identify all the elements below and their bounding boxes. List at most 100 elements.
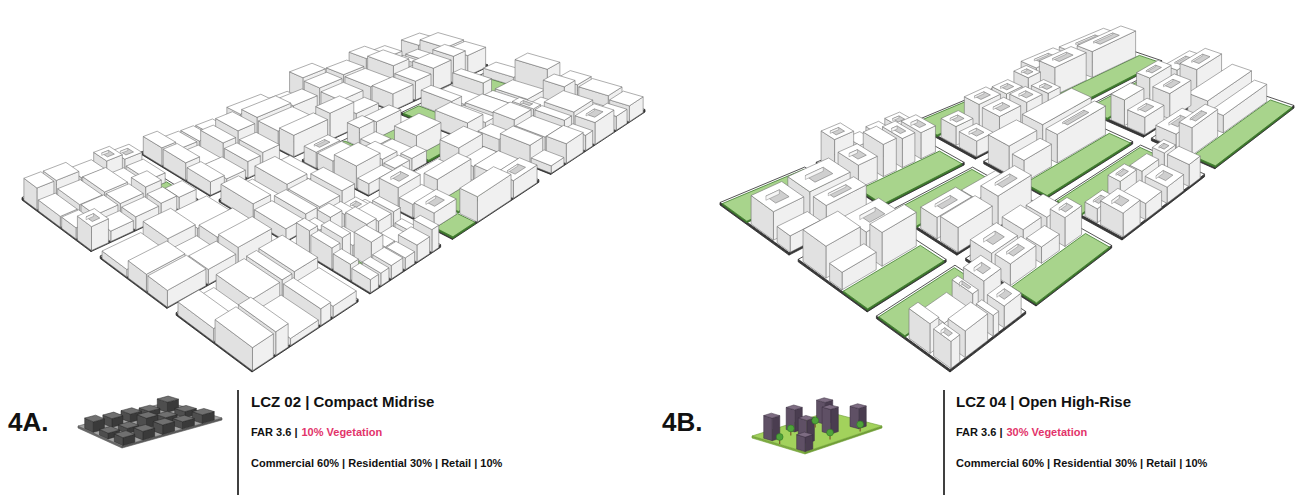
courtyard-wall [86,214,93,220]
building-face [1077,26,1135,52]
open-highrise-massing [720,26,1294,372]
density-text: FAR 3.6 | [251,426,297,439]
building [850,404,866,429]
courtyard-wall [1007,244,1018,254]
building-face [817,398,833,403]
building-face [114,431,135,438]
building-face [394,113,440,135]
building-face [316,96,354,113]
tree-crown [827,429,834,436]
building-face [948,302,988,331]
building-face [413,53,451,68]
building [77,209,108,251]
courtyard-wall [1192,54,1203,62]
courtyard [586,109,603,117]
building [995,236,1036,285]
building-face [156,411,177,417]
courtyard-wall [1094,33,1113,43]
building-face [77,209,108,227]
courtyard-wall [766,190,779,200]
building-face [175,405,197,411]
courtyard-wall [959,281,961,286]
building-face [460,167,511,197]
building [934,322,960,368]
building-face [1180,48,1222,69]
courtyard-wall [1164,79,1173,86]
building-face [173,415,195,422]
courtyard-wall [893,116,899,121]
courtyard-wall [1146,65,1155,72]
building-face [333,249,358,264]
building-face [143,208,195,238]
building-face [1010,86,1042,102]
compact-midrise-icon [78,396,222,448]
building-face [131,171,161,187]
courtyard-wall [1138,103,1147,110]
building-face [219,217,272,248]
building-face [1057,106,1105,163]
courtyard-wall [1093,195,1101,202]
courtyard [993,103,1010,112]
program-mix: Commercial 60% | Residential 30% | Retai… [956,457,1207,470]
building-face [500,126,542,145]
courtyard [1007,244,1025,256]
program-mix: Commercial 60% | Residential 30% | Retai… [251,457,502,470]
courtyard [1164,79,1181,88]
courtyard [1063,110,1089,125]
building-face [163,143,199,162]
building-face [995,236,1036,264]
tree-crown [787,425,794,432]
building [1046,101,1106,163]
building-face [78,402,222,446]
building-face [934,322,960,341]
building-face [1050,197,1081,217]
building-face [1046,101,1106,134]
courtyard [86,214,100,222]
building-face [24,172,54,188]
building-face [863,126,896,144]
building-face [433,44,466,56]
building-face [153,418,174,425]
building-face [830,244,877,273]
courtyard-wall [935,195,950,207]
courtyard-wall [1116,169,1123,176]
building-face [883,138,896,176]
building-face [1111,83,1144,100]
building-face [352,263,379,280]
building-face [751,182,804,212]
courtyard [520,101,532,106]
building-face [201,125,236,143]
courtyard [350,201,361,207]
vegetation-text: 30% Vegetation [1006,426,1087,439]
building-face [216,112,255,131]
building-face [347,116,374,129]
open-highrise-icon [752,398,882,454]
figure-number: 4A. [8,408,48,438]
building-face [1014,65,1041,77]
building-face [1167,146,1200,164]
courtyard [1190,111,1207,121]
building-face [379,165,420,187]
building-face [221,176,271,204]
building-face [575,104,614,123]
figure-number: 4B. [662,408,702,438]
building-face [981,166,1031,196]
building [192,408,214,423]
building [830,244,877,290]
building [1101,188,1141,237]
courtyard [1019,91,1033,98]
building-face [764,416,772,441]
building-face [797,432,813,437]
building-face [543,74,575,87]
building-face [401,145,427,158]
courtyard-wall [805,167,823,179]
building-face [103,412,123,419]
courtyard [892,126,906,134]
compact-midrise-massing [22,33,645,372]
vegetation-text: 10% Vegetation [301,426,382,439]
courtyard [507,164,525,174]
building-face [1211,80,1267,115]
building-face [317,203,342,217]
building-face [786,407,795,431]
building-face [143,131,175,148]
